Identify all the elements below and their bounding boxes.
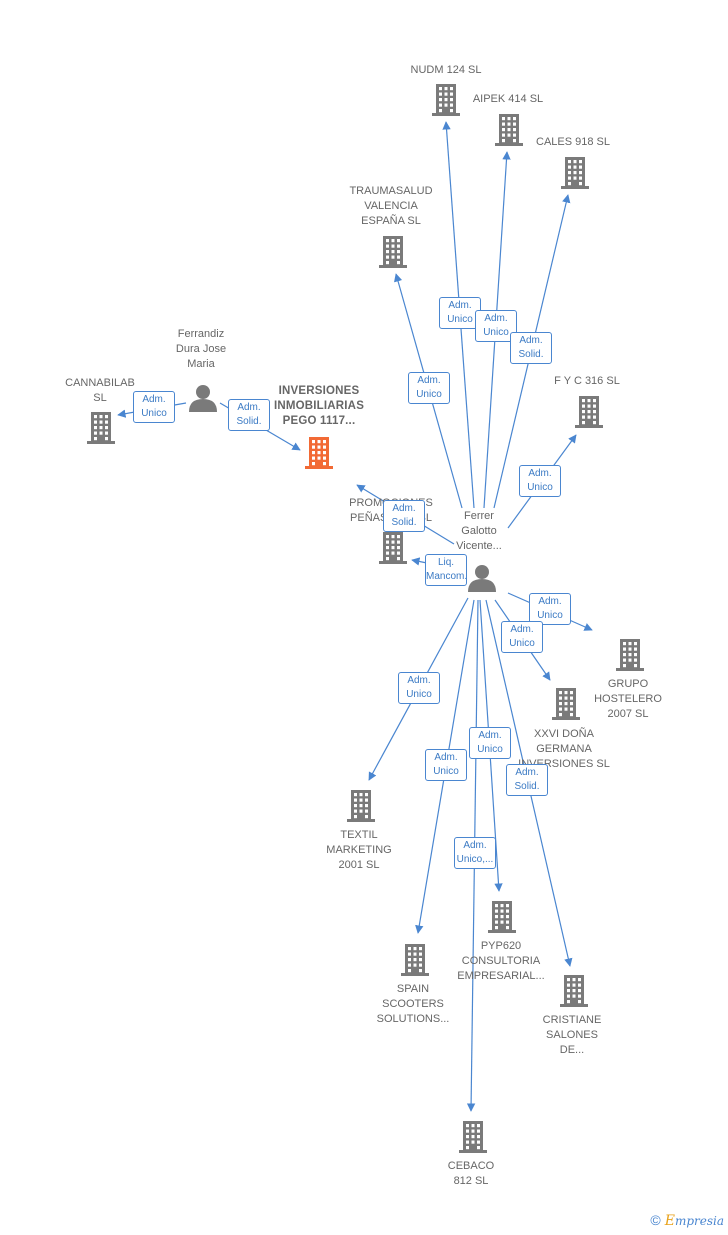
node-label-nudm[interactable]: NUDM 124 SL <box>410 64 482 76</box>
building-icon-cannabilab[interactable] <box>87 412 115 444</box>
edge-label-ferrer-promociones[interactable]: Liq. Mancom. <box>425 554 467 586</box>
edge-label-ferrer-cebaco[interactable]: Adm. Unico,... <box>454 837 496 869</box>
edge-label-ferrer-xxvi[interactable]: Adm. Unico <box>501 621 543 653</box>
node-label-textil[interactable]: TEXTIL MARKETING 2001 SL <box>326 829 392 871</box>
building-icon-aipek[interactable] <box>495 114 523 146</box>
node-label-spain[interactable]: SPAIN SCOOTERS SOLUTIONS... <box>376 983 450 1025</box>
building-icon-grupo[interactable] <box>616 639 644 671</box>
edge-label-ferrer-cales[interactable]: Adm. Solid. <box>510 332 552 364</box>
building-icon-cales[interactable] <box>561 157 589 189</box>
edge-label-ferrer-pyp620[interactable]: Adm. Unico <box>469 727 511 759</box>
edge-label-ferrer-textil[interactable]: Adm. Unico <box>398 672 440 704</box>
node-label-aipek[interactable]: AIPEK 414 SL <box>472 93 544 105</box>
node-label-fyc[interactable]: F Y C 316 SL <box>554 375 620 387</box>
building-icon-textil[interactable] <box>347 790 375 822</box>
building-icon-cristiane[interactable] <box>560 975 588 1007</box>
edge-label-ferrer-nudm[interactable]: Adm. Unico <box>439 297 481 329</box>
edge-label-ferrer-cristiane[interactable]: Adm. Solid. <box>506 764 548 796</box>
edge-label-ferrandiz-cannabilab[interactable]: Adm. Unico <box>133 391 175 423</box>
node-label-cannabilab[interactable]: CANNABILAB SL <box>65 377 135 404</box>
building-icon-cebaco[interactable] <box>459 1121 487 1153</box>
footer-brand: ©Empresia <box>650 1212 724 1229</box>
node-label-ferrandiz[interactable]: Ferrandiz Dura Jose Maria <box>175 328 227 370</box>
building-icon-fyc[interactable] <box>575 396 603 428</box>
building-icon-traumasalud[interactable] <box>379 236 407 268</box>
edge-label-ferrer-inversiones[interactable]: Adm. Solid. <box>383 500 425 532</box>
edge-label-ferrandiz-inversiones[interactable]: Adm. Solid. <box>228 399 270 431</box>
brand-name: mpresia <box>674 1214 724 1228</box>
person-icon-ferrer[interactable] <box>468 565 496 592</box>
node-label-traumasalud[interactable]: TRAUMASALUD VALENCIA ESPAÑA SL <box>349 185 433 227</box>
brand-initial: E <box>664 1213 675 1229</box>
node-label-cales[interactable]: CALES 918 SL <box>536 136 610 148</box>
edge-label-ferrer-spain[interactable]: Adm. Unico <box>425 749 467 781</box>
node-label-inversiones[interactable]: INVERSIONES INMOBILIARIAS PEGO 1117... <box>273 385 365 427</box>
copyright-symbol: © <box>650 1212 661 1228</box>
building-icon-nudm[interactable] <box>432 84 460 116</box>
node-label-cebaco[interactable]: CEBACO 812 SL <box>447 1160 495 1187</box>
edge-label-ferrer-traumasalud[interactable]: Adm. Unico <box>408 372 450 404</box>
building-icon-spain[interactable] <box>401 944 429 976</box>
building-icon-inversiones[interactable] <box>305 437 333 469</box>
node-label-ferrer[interactable]: Ferrer Galotto Vicente... <box>456 510 502 552</box>
building-icon-pyp620[interactable] <box>488 901 516 933</box>
person-icon-ferrandiz[interactable] <box>189 385 217 412</box>
node-label-pyp620[interactable]: PYP620 CONSULTORIA EMPRESARIAL... <box>457 940 545 982</box>
building-icon-promociones[interactable] <box>379 532 407 564</box>
edge-label-ferrer-fyc[interactable]: Adm. Unico <box>519 465 561 497</box>
edge-label-ferrer-grupo[interactable]: Adm. Unico <box>529 593 571 625</box>
node-label-grupo[interactable]: GRUPO HOSTELERO 2007 SL <box>594 678 662 720</box>
building-icon-xxvi[interactable] <box>552 688 580 720</box>
node-label-cristiane[interactable]: CRISTIANE SALONES DE... <box>542 1014 602 1056</box>
